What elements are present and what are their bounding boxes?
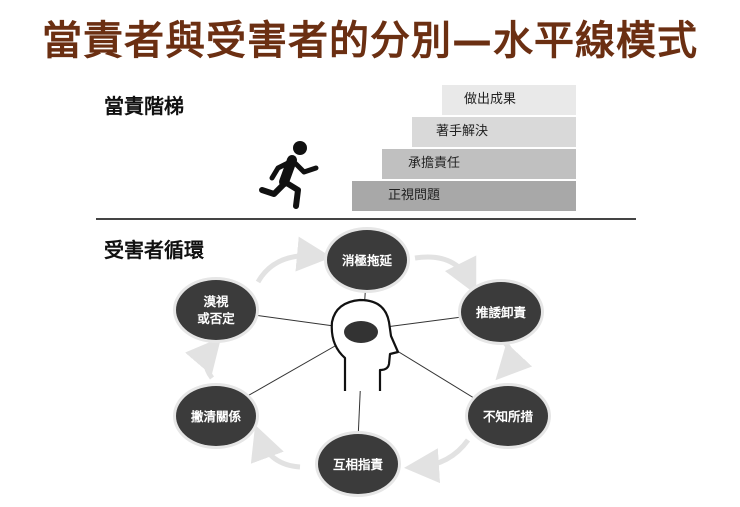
node-mutual-blame-label: 互相指責 <box>332 456 383 472</box>
arrow-6 <box>255 236 332 284</box>
step-1-label: 正視問題 <box>388 188 441 203</box>
step-3-label: 著手解決 <box>436 124 489 139</box>
step-1: 正視問題 <box>352 181 576 211</box>
head-silhouette-icon <box>330 298 400 391</box>
arrow-5 <box>185 337 222 380</box>
node-passive-delay-label: 消極拖延 <box>341 252 392 268</box>
step-2: 承擔責任 <box>382 149 576 179</box>
step-3: 著手解決 <box>412 117 576 147</box>
arrow-1 <box>414 254 477 295</box>
step-2-label: 承擔責任 <box>408 156 461 171</box>
node-at-a-loss-label: 不知所措 <box>482 408 533 424</box>
node-shift-blame-label: 推諉卸責 <box>475 304 526 320</box>
step-4: 做出成果 <box>442 85 576 115</box>
horizontal-line-divider <box>96 218 636 220</box>
node-shift-blame: 推諉卸責 <box>461 282 541 342</box>
accountability-label: 當責階梯 <box>104 94 184 118</box>
node-mutual-blame: 互相指責 <box>318 434 398 494</box>
victim-cycle-label: 受害者循環 <box>104 238 204 262</box>
brain-center <box>344 321 378 343</box>
step-4-label: 做出成果 <box>464 92 517 107</box>
node-ignore-deny-label-1: 漠視 <box>203 294 229 309</box>
node-ignore-deny-label-2: 或否定 <box>197 311 235 326</box>
node-passive-delay: 消極拖延 <box>327 230 407 290</box>
running-person-icon <box>259 141 319 209</box>
page-title: 當責者與受害者的分別—水平線模式 <box>42 18 698 64</box>
node-disassociate: 撇清關係 <box>176 386 256 446</box>
node-at-a-loss: 不知所措 <box>468 386 548 446</box>
arrow-2 <box>495 341 533 381</box>
arrow-4 <box>250 424 301 470</box>
node-disassociate-label: 撇清關係 <box>190 408 241 424</box>
arrow-3 <box>404 438 471 484</box>
node-ignore-deny: 漠視 或否定 <box>176 280 256 340</box>
